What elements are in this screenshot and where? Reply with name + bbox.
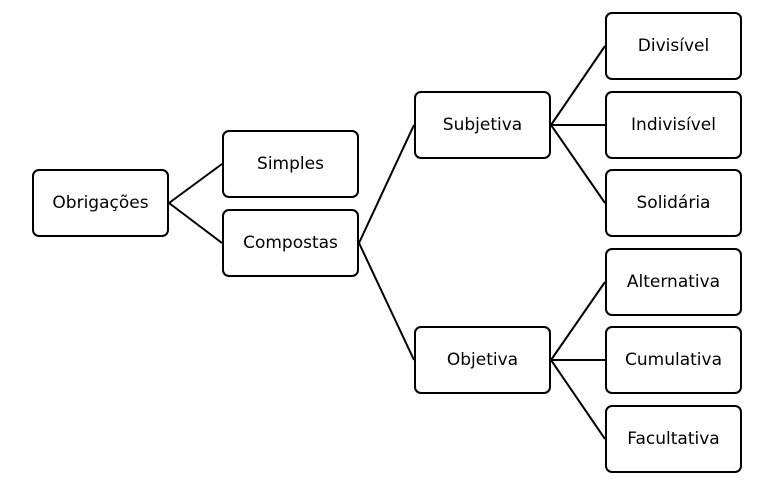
node-simples: Simples — [222, 130, 359, 198]
node-indivisivel: Indivisível — [605, 91, 742, 159]
edge-subjetiva-solidaria — [550, 124, 606, 204]
node-divisivel: Divisível — [605, 12, 742, 80]
node-label: Simples — [257, 154, 324, 174]
node-facultativa: Facultativa — [605, 405, 742, 473]
edge-root-compostas — [168, 202, 223, 244]
node-alternativa: Alternativa — [605, 248, 742, 316]
node-label: Compostas — [243, 233, 338, 253]
node-label: Divisível — [637, 36, 710, 56]
node-label: Facultativa — [627, 429, 720, 449]
node-label: Alternativa — [626, 272, 721, 292]
edge-compostas-objetiva — [358, 242, 415, 361]
node-label: Solidária — [636, 193, 711, 213]
node-label: Subjetiva — [442, 115, 523, 135]
edge-subjetiva-divisivel — [550, 45, 606, 126]
edge-root-simples — [168, 163, 223, 204]
node-subjetiva: Subjetiva — [414, 91, 551, 159]
edge-objetiva-facultativa — [550, 359, 606, 440]
node-solidaria: Solidária — [605, 169, 742, 237]
edge-compostas-subjetiva — [358, 124, 415, 244]
node-label: Obrigações — [52, 193, 149, 213]
node-obrigacoes: Obrigações — [32, 169, 169, 237]
node-objetiva: Objetiva — [414, 326, 551, 394]
node-cumulativa: Cumulativa — [605, 326, 742, 394]
node-label: Objetiva — [446, 350, 519, 370]
edge-objetiva-alternativa — [550, 281, 606, 361]
node-label: Cumulativa — [625, 350, 722, 370]
node-label: Indivisível — [631, 115, 716, 135]
node-compostas: Compostas — [222, 209, 359, 277]
